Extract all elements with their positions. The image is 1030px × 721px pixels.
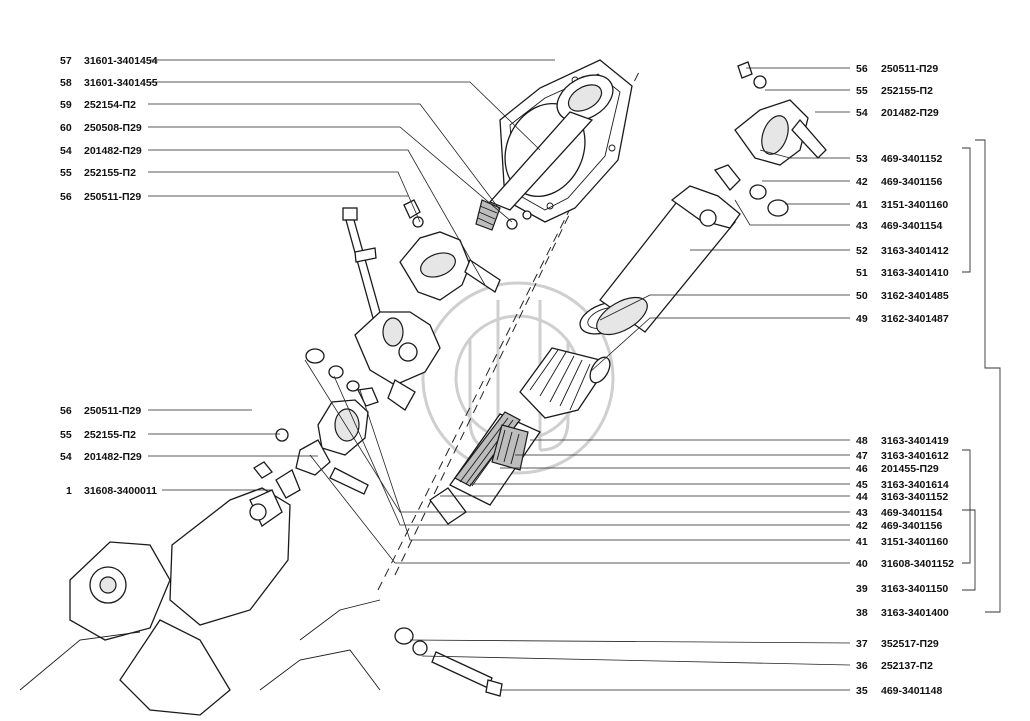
callout-code: 201482-П29 xyxy=(881,107,939,119)
callout-code: 469-3401156 xyxy=(881,176,942,188)
callout-code: 250511-П29 xyxy=(84,191,141,203)
callout-code: 3163-3401152 xyxy=(881,491,948,503)
callout-num: 55 xyxy=(856,85,868,97)
callout-code: 252155-П2 xyxy=(84,429,136,441)
callout-code: 3163-3401150 xyxy=(881,583,948,595)
callout-num: 40 xyxy=(856,558,868,570)
callout-num: 53 xyxy=(856,153,868,165)
callout-code: 352517-П29 xyxy=(881,638,939,650)
callout-num: 44 xyxy=(856,491,868,503)
callout-code: 3163-3401410 xyxy=(881,267,949,279)
callout-code: 3163-3401400 xyxy=(881,607,949,619)
part-spline-shaft xyxy=(429,411,541,525)
callout-code: 201482-П29 xyxy=(84,451,142,463)
callout-num: 56 xyxy=(60,191,72,203)
callout-code: 252155-П2 xyxy=(881,85,933,97)
callout-num: 35 xyxy=(856,685,868,697)
callout-code: 469-3401156 xyxy=(881,520,942,532)
callout-num: 46 xyxy=(856,463,868,475)
callout-code: 201455-П29 xyxy=(881,463,939,475)
callout-code: 3163-3401412 xyxy=(881,245,949,257)
callouts-right: 56 250511-П29 55 252155-П2 54 201482-П29… xyxy=(856,63,954,697)
callout-code: 3163-3401612 xyxy=(881,450,949,462)
callouts-left: 57 31601-3401454 58 31601-3401455 59 252… xyxy=(60,55,158,497)
callout-num: 50 xyxy=(856,290,868,302)
part-upper-yoke xyxy=(399,199,501,301)
callout-num: 42 xyxy=(856,176,868,188)
callout-num: 38 xyxy=(856,607,868,619)
callout-num: 42 xyxy=(856,520,868,532)
callout-num: 52 xyxy=(856,245,868,257)
part-steering-gear xyxy=(19,469,381,716)
callout-code: 250511-П29 xyxy=(881,63,938,75)
leader-lines xyxy=(148,59,851,691)
part-protective-boot xyxy=(519,347,611,419)
callout-num: 56 xyxy=(60,405,72,417)
callout-num: 43 xyxy=(856,507,868,519)
callout-code: 31608-3401152 xyxy=(881,558,954,570)
callout-code: 469-3401148 xyxy=(881,685,942,697)
callout-num: 55 xyxy=(60,167,72,179)
part-bearing-caps-left xyxy=(305,348,379,407)
callout-code: 3163-3401614 xyxy=(881,479,949,491)
callout-num: 54 xyxy=(60,145,72,157)
part-telescopic-tube xyxy=(596,185,741,336)
callout-num: 36 xyxy=(856,660,868,672)
callout-num: 60 xyxy=(60,122,72,134)
callout-code: 250511-П29 xyxy=(84,405,141,417)
callout-code: 250508-П29 xyxy=(84,122,142,134)
callout-code: 252137-П2 xyxy=(881,660,933,672)
callout-num: 49 xyxy=(856,313,868,325)
callout-code: 3163-3401419 xyxy=(881,435,949,447)
part-column-shaft-upper xyxy=(475,74,614,231)
callout-code: 31601-3401455 xyxy=(84,77,158,89)
callout-code: 252155-П2 xyxy=(84,167,136,179)
callout-code: 3162-3401485 xyxy=(881,290,949,302)
part-middle-yoke xyxy=(354,311,441,411)
part-upper-right-yoke xyxy=(734,61,827,166)
callout-code: 469-3401154 xyxy=(881,507,942,519)
callout-code: 3151-3401160 xyxy=(881,536,948,548)
callout-num: 54 xyxy=(856,107,868,119)
callout-num: 56 xyxy=(856,63,868,75)
callout-code: 469-3401152 xyxy=(881,153,942,165)
callout-code: 252154-П2 xyxy=(84,99,136,111)
callout-num: 47 xyxy=(856,450,868,462)
group-brackets xyxy=(962,139,1001,613)
callout-code: 31608-3400011 xyxy=(84,485,157,497)
callout-num: 58 xyxy=(60,77,72,89)
callout-code: 469-3401154 xyxy=(881,220,942,232)
callout-code: 3162-3401487 xyxy=(881,313,949,325)
callout-code: 201482-П29 xyxy=(84,145,142,157)
callout-num: 54 xyxy=(60,451,72,463)
callout-num: 41 xyxy=(856,536,868,548)
callout-num: 59 xyxy=(60,99,72,111)
callout-code: 31601-3401454 xyxy=(84,55,158,67)
callout-num: 51 xyxy=(856,267,868,279)
callout-num: 37 xyxy=(856,638,868,650)
callout-num: 1 xyxy=(66,485,72,497)
callout-num: 41 xyxy=(856,199,868,211)
part-bolt-set-bottom xyxy=(394,627,503,697)
callout-num: 48 xyxy=(856,435,868,447)
callout-num: 55 xyxy=(60,429,72,441)
callout-num: 45 xyxy=(856,479,868,491)
callout-num: 43 xyxy=(856,220,868,232)
callout-num: 57 xyxy=(60,55,72,67)
callout-num: 39 xyxy=(856,583,868,595)
part-cross-pieces-right xyxy=(713,164,789,217)
callout-code: 3151-3401160 xyxy=(881,199,948,211)
